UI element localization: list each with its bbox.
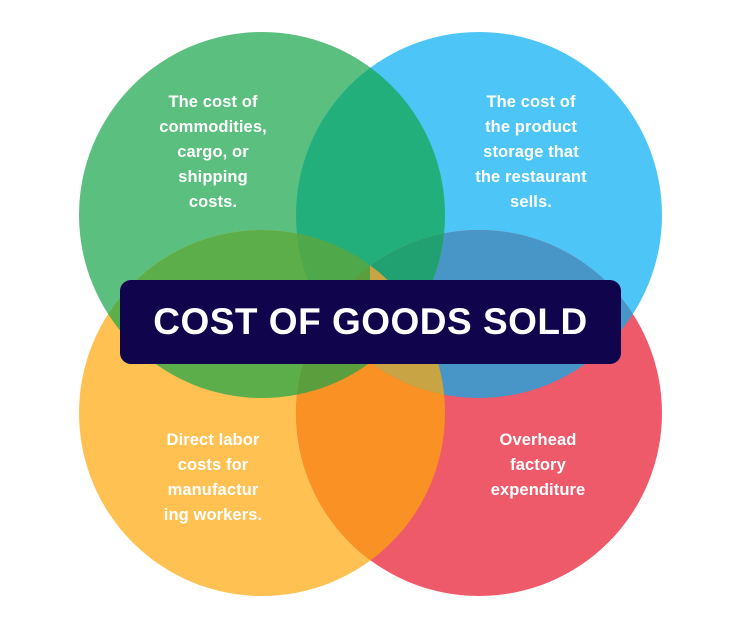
title-banner: COST OF GOODS SOLD bbox=[120, 280, 621, 364]
diagram-title: COST OF GOODS SOLD bbox=[153, 301, 588, 342]
circle-text-overhead: Overhead factory expenditure bbox=[490, 431, 586, 499]
circle-text-direct-labor: Direct labor costs for manufactur ing wo… bbox=[163, 431, 263, 524]
circle-text-commodities: The cost of commodities, cargo, or shipp… bbox=[159, 93, 267, 211]
circle-text-product-storage: The cost of the product storage that the… bbox=[475, 93, 587, 211]
